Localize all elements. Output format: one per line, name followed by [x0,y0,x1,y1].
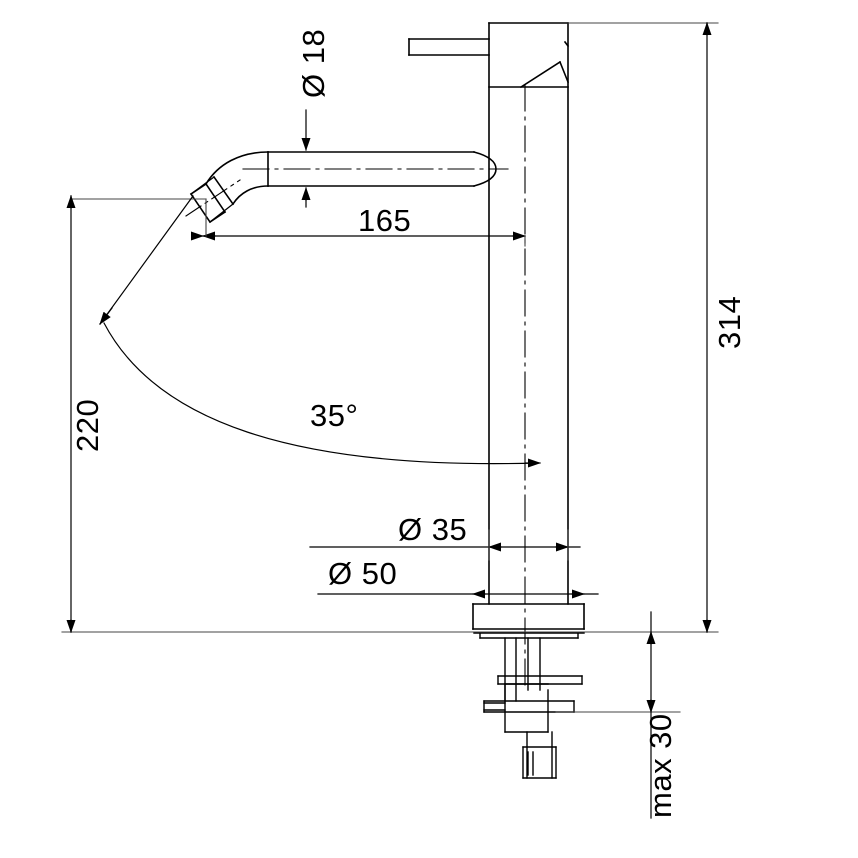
extension-lines [61,22,719,713]
faucet-body-column [488,22,569,605]
base-flange [472,603,585,630]
label-314-text: 314 [712,295,747,349]
label-dia-18: Ø 18 [296,29,365,134]
dimension-165 [191,198,526,247]
lever-handle [408,38,570,89]
label-220-text: 220 [70,398,105,452]
label-165: 165 [358,203,412,238]
label-dia-35: Ø 35 [398,512,468,547]
dimension-dia-35 [309,529,581,561]
outlet-centre-line [185,179,241,217]
dimension-angle-35 [99,195,541,468]
label-dia-18-text: Ø 18 [296,28,331,98]
label-max-30-text: max 30 [643,713,678,818]
mounting-assembly [473,632,585,779]
label-220: 220 [70,399,123,488]
label-angle-35: 35° [310,398,359,433]
label-dia-50: Ø 50 [328,556,398,591]
centre-lines [242,84,526,691]
label-max-30: max 30 [643,713,748,854]
label-314: 314 [712,296,765,385]
spout-arm [204,151,497,206]
